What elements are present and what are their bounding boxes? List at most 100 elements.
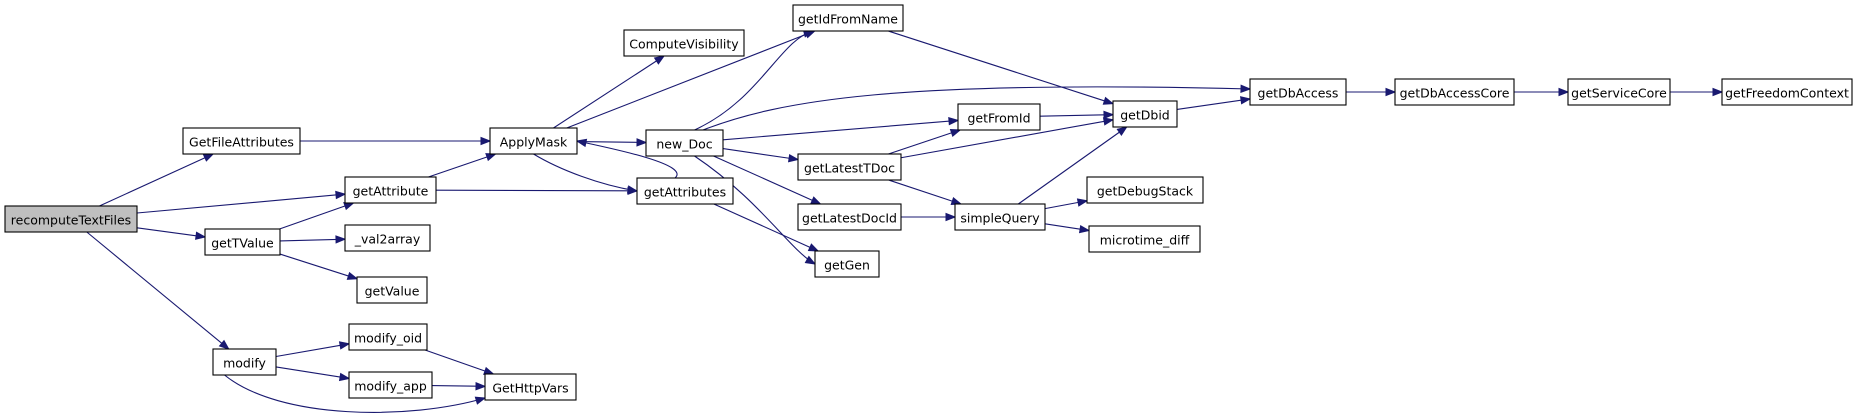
node-box	[954, 203, 1046, 231]
node-getFreedomContext[interactable]: getFreedomContext	[1721, 78, 1853, 106]
edge-line	[576, 141, 639, 143]
edge-GetFileAttributes-to-ApplyMask	[300, 136, 492, 146]
node-getDbAccessCore[interactable]: getDbAccessCore	[1394, 78, 1515, 106]
node-box	[797, 203, 902, 231]
node-GetHttpVars[interactable]: GetHttpVars	[484, 373, 577, 401]
node-ComputeVisibility[interactable]: ComputeVisibility	[623, 29, 745, 57]
node-box	[1394, 78, 1515, 106]
arrowhead-icon	[1240, 84, 1252, 93]
node-label: getIdFromName	[798, 12, 898, 27]
node-label: getDebugStack	[1097, 184, 1194, 199]
edge-getTValue-to-getValue	[279, 253, 359, 280]
edge-line	[713, 155, 814, 202]
node-box	[182, 127, 301, 155]
edge-getDbAccessCore-to-getServiceCore	[1514, 87, 1570, 97]
arrowhead-icon	[343, 202, 355, 211]
arrowhead-icon	[335, 190, 347, 200]
edge-recomputeTextFiles-to-getAttribute	[136, 190, 347, 214]
edge-modify-to-modify_app	[275, 366, 351, 382]
node-getDbid[interactable]: getDbid	[1112, 100, 1178, 128]
arrowhead-icon	[335, 235, 347, 244]
node-label: getDbAccess	[1258, 86, 1339, 101]
arrowhead-icon	[338, 372, 351, 382]
edge-getIdFromName-to-getDbid	[888, 30, 1115, 105]
edge-simpleQuery-to-microtime_diff	[1044, 223, 1091, 234]
node-recomputeTextFiles[interactable]: recomputeTextFiles	[4, 205, 138, 233]
arrowhead-icon	[485, 153, 497, 162]
node-modify[interactable]: modify	[212, 348, 277, 376]
node-getTValue[interactable]: getTValue	[204, 228, 281, 256]
node-label: getValue	[365, 284, 420, 299]
edge-line	[1044, 223, 1082, 230]
edge-line	[275, 344, 342, 358]
node-box	[814, 250, 880, 278]
arrowhead-icon	[1239, 96, 1252, 105]
edge-line	[279, 238, 338, 242]
node-getDbAccess[interactable]: getDbAccess	[1249, 78, 1347, 106]
edge-line	[566, 33, 808, 129]
node-getValue[interactable]: getValue	[356, 276, 428, 304]
node-getAttributes[interactable]: getAttributes	[636, 177, 734, 205]
node-box	[636, 177, 734, 205]
node-label: getServiceCore	[1571, 86, 1667, 101]
arrowhead-icon	[1712, 87, 1724, 97]
node-microtime_diff[interactable]: microtime_diff	[1088, 225, 1201, 253]
arrowhead-icon	[807, 243, 820, 252]
arrowhead-icon	[1116, 126, 1128, 136]
arrowhead-icon	[483, 366, 495, 375]
arrowhead-icon	[475, 381, 487, 391]
edge-recomputeTextFiles-to-modify	[86, 231, 230, 350]
node-getLatestTDoc[interactable]: getLatestTDoc	[797, 153, 902, 181]
arrowhead-icon	[1102, 117, 1115, 126]
edge-line	[136, 194, 338, 214]
edge-line	[694, 155, 816, 265]
node-getFromId[interactable]: getFromId	[957, 103, 1041, 131]
node-label: getLatestTDoc	[804, 161, 895, 176]
node-new_Doc[interactable]: new_Doc	[645, 129, 724, 157]
node-GetFileAttributes[interactable]: GetFileAttributes	[182, 127, 301, 155]
node-_val2array[interactable]: _val2array	[344, 224, 431, 252]
node-modify_oid[interactable]: modify_oid	[348, 323, 428, 351]
edge-getLatestTDoc-to-getFromId	[888, 129, 962, 155]
edge-line	[428, 156, 489, 178]
node-label: getAttributes	[644, 185, 726, 200]
edge-line	[533, 153, 638, 192]
edge-recomputeTextFiles-to-getTValue	[136, 227, 207, 240]
node-ApplyMask[interactable]: ApplyMask	[489, 127, 578, 155]
node-label: modify_oid	[354, 331, 422, 346]
arrowhead-icon	[1076, 198, 1089, 207]
node-label: getDbid	[1120, 108, 1170, 123]
node-box	[1249, 78, 1347, 106]
edge-line	[722, 148, 791, 159]
arrowhead-icon	[1103, 110, 1115, 120]
edge-line	[435, 189, 630, 192]
edge-line	[99, 156, 207, 207]
node-getServiceCore[interactable]: getServiceCore	[1567, 78, 1671, 106]
node-modify_app[interactable]: modify_app	[348, 371, 433, 399]
node-simpleQuery[interactable]: simpleQuery	[954, 203, 1046, 231]
arrowhead-icon	[949, 129, 962, 138]
node-label: _val2array	[354, 232, 421, 247]
node-box	[489, 127, 578, 155]
edge-line	[136, 227, 198, 237]
edge-line	[702, 86, 1251, 131]
node-getLatestDocId[interactable]: getLatestDocId	[797, 203, 902, 231]
node-getDebugStack[interactable]: getDebugStack	[1086, 176, 1204, 204]
arrowhead-icon	[480, 136, 492, 146]
node-getGen[interactable]: getGen	[814, 250, 880, 278]
edge-line	[424, 349, 487, 372]
edge-line	[576, 140, 678, 179]
node-getAttribute[interactable]: getAttribute	[344, 176, 437, 204]
node-getIdFromName[interactable]: getIdFromName	[792, 4, 904, 32]
edge-getTValue-to-getAttribute	[279, 202, 355, 230]
node-box	[348, 323, 428, 351]
arrowhead-icon	[804, 255, 817, 265]
node-label: getAttribute	[353, 184, 429, 199]
edge-line	[722, 120, 951, 141]
edge-line	[553, 59, 658, 129]
edge-getLatestDocId-to-simpleQuery	[901, 212, 957, 222]
arrowhead-icon	[945, 212, 957, 222]
arrowhead-icon	[202, 153, 215, 162]
edge-getLatestTDoc-to-simpleQuery	[888, 179, 963, 206]
edge-modify_oid-to-GetHttpVars	[424, 349, 495, 375]
